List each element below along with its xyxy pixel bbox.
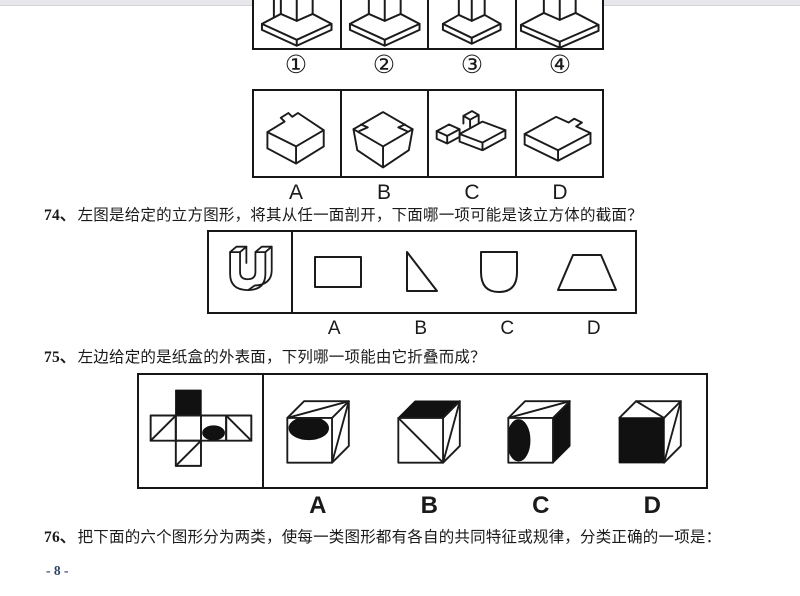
circled-label-row: ① ② ③ ④ bbox=[252, 50, 604, 80]
cube-ellipse-front-icon bbox=[286, 400, 350, 464]
cube-black-front-icon bbox=[618, 400, 682, 464]
figure-table-cut-row bbox=[252, 0, 604, 50]
question-75-stem: 左边给定的是纸盒的外表面，下列哪一项能由它折叠而成？ bbox=[77, 349, 486, 366]
q74-letter-d: D bbox=[586, 318, 601, 339]
question-74-text: 74、左图是给定的立方图形，将其从任一面剖开，下面哪一项可能是该立方体的截面？ bbox=[44, 203, 643, 225]
answer-cell-b bbox=[342, 91, 429, 176]
answer-letter-d: D bbox=[552, 181, 568, 204]
corner-block-icon bbox=[266, 111, 325, 165]
q75-options-area bbox=[264, 375, 706, 487]
answer-letter-b: B bbox=[376, 181, 391, 204]
answer-cell-d bbox=[517, 91, 603, 176]
figure-cell-1 bbox=[254, 0, 342, 48]
q75-letter-b: B bbox=[420, 492, 438, 519]
question-76-number: 76、 bbox=[44, 529, 76, 546]
circled-label-2: ② bbox=[372, 52, 396, 79]
rectangle-icon bbox=[314, 256, 362, 288]
circled-label-3: ③ bbox=[460, 52, 484, 79]
trapezoid-icon bbox=[557, 254, 617, 291]
question-74-number: 74、 bbox=[44, 207, 76, 224]
answer-cell-c bbox=[429, 91, 517, 176]
question-76-stem: 把下面的六个图形分为两类，使每一类图形都有各自的共同特征或规律，分类正确的一项是… bbox=[77, 529, 722, 546]
cube-black-right-icon bbox=[507, 400, 571, 464]
unfolded-box-net-icon bbox=[149, 389, 253, 467]
flat-slab-notch-icon bbox=[523, 115, 592, 162]
isometric-block-4-icon bbox=[519, 0, 600, 48]
question-75-number: 75、 bbox=[44, 349, 76, 366]
flat-h-block-icon bbox=[435, 109, 507, 151]
figure-cell-2 bbox=[342, 0, 429, 48]
figure-table-answer-row bbox=[252, 89, 604, 178]
question-74-stem: 左图是给定的立方图形，将其从任一面剖开，下面哪一项可能是该立方体的截面？ bbox=[77, 207, 643, 224]
q75-letter-c: C bbox=[532, 492, 550, 519]
question-74-figure-box bbox=[207, 230, 637, 314]
q75-letter-a: A bbox=[309, 492, 327, 519]
question-76-text: 76、把下面的六个图形分为两类，使每一类图形都有各自的共同特征或规律，分类正确的… bbox=[44, 525, 721, 547]
q74-letter-c: C bbox=[500, 318, 515, 339]
isometric-block-2-icon bbox=[348, 0, 421, 47]
answer-letter-c: C bbox=[464, 181, 480, 204]
q74-letter-row: A B C D bbox=[291, 318, 637, 340]
isometric-block-1-icon bbox=[260, 0, 333, 47]
q74-stem-cell bbox=[209, 232, 293, 312]
q74-options-area bbox=[293, 232, 635, 312]
circled-label-1: ① bbox=[284, 52, 308, 79]
q74-letter-a: A bbox=[327, 318, 341, 339]
answer-letter-a: A bbox=[288, 181, 303, 204]
right-triangle-icon bbox=[406, 251, 438, 292]
isometric-block-3-icon bbox=[441, 0, 502, 45]
figure-cell-3 bbox=[429, 0, 517, 48]
u-channel-solid-icon bbox=[229, 245, 273, 291]
answer-letter-row: A B C D bbox=[252, 181, 604, 205]
figure-cell-4 bbox=[517, 0, 603, 48]
q75-stem-cell bbox=[139, 375, 264, 487]
q75-letter-d: D bbox=[643, 492, 661, 519]
question-75-text: 75、左边给定的是纸盒的外表面，下列哪一项能由它折叠而成？ bbox=[44, 345, 486, 367]
round-bottom-u-icon bbox=[480, 251, 518, 293]
cube-black-top-icon bbox=[397, 400, 461, 464]
answer-cell-a bbox=[254, 91, 342, 176]
page-number: - 8 - bbox=[46, 563, 69, 578]
q74-letter-b: B bbox=[414, 318, 428, 339]
notched-cube-icon bbox=[352, 110, 414, 168]
q75-letter-row: A B C D bbox=[262, 492, 708, 520]
question-75-figure-box bbox=[137, 373, 708, 489]
circled-label-4: ④ bbox=[548, 52, 572, 79]
